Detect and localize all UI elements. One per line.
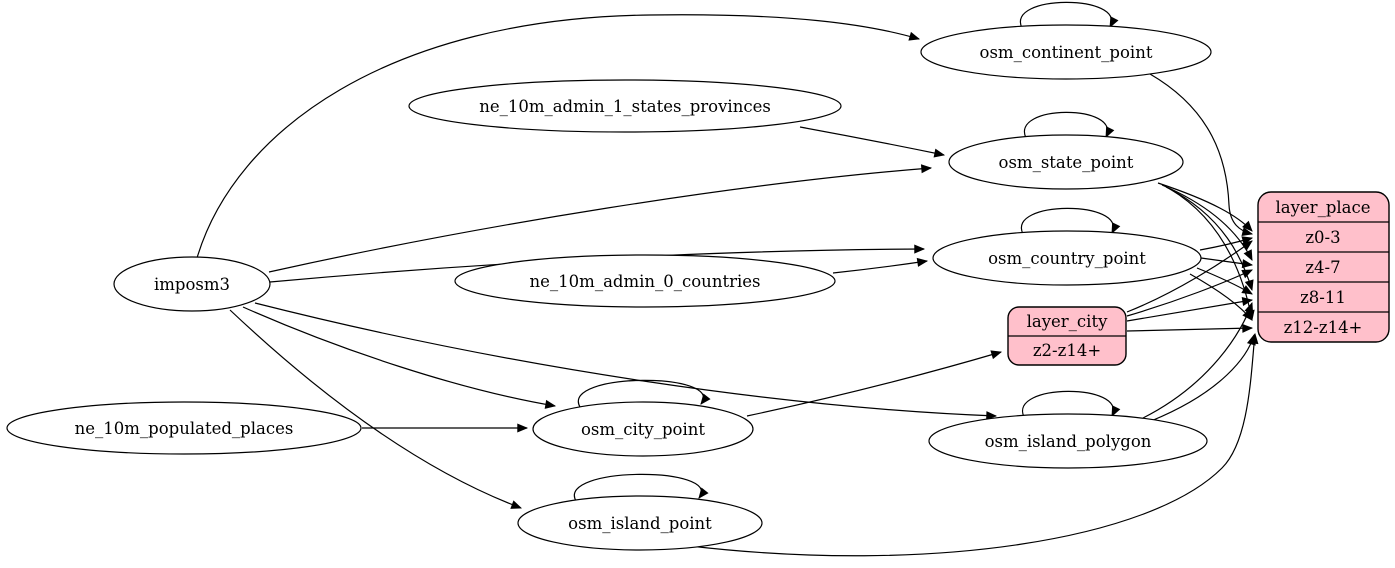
node-osm_country_point: osm_country_point	[932, 230, 1202, 286]
node-osm_state_point-shape	[948, 134, 1184, 190]
self-loop-osm_country_point	[1020, 207, 1121, 235]
node-osm_city_point-label: osm_city_point	[581, 420, 705, 439]
edge-osm_country_point-layer_place-z0-3	[1199, 236, 1254, 251]
edge-layer_city-layer_place-z12-z14	[1126, 323, 1254, 333]
layer_place-row-z0-3: z0-3	[1305, 228, 1340, 247]
node-osm_island_polygon-label: osm_island_polygon	[985, 432, 1152, 451]
edge-osm_city_point-layer_city	[746, 350, 1003, 417]
node-ne_10m_admin_0_countries: ne_10m_admin_0_countries	[454, 254, 836, 308]
node-osm_city_point-shape	[532, 401, 754, 457]
edge-osm_island_polygon-layer_place-z8-11	[1142, 301, 1254, 419]
node-osm_state_point-label: osm_state_point	[999, 153, 1134, 172]
node-osm_island_point-shape	[517, 495, 763, 551]
edge-ne_10m_admin_0_countries-osm_country_point	[832, 257, 929, 274]
edge-osm_continent_point-layer_place-z0-3	[1149, 73, 1254, 237]
edge-osm_country_point-layer_place-z12-z14	[1189, 273, 1253, 321]
self-loop-osm_continent_point	[1019, 1, 1119, 29]
self-loop-osm_state_point	[1023, 111, 1115, 139]
node-osm_island_polygon: osm_island_polygon	[928, 413, 1208, 469]
node-osm_country_point-shape	[932, 230, 1202, 286]
node-ne_10m_admin_1_states_provinces-label: ne_10m_admin_1_states_provinces	[479, 97, 771, 116]
edge-osm_state_point-layer_place-z0-3	[1157, 182, 1253, 232]
node-imposm3-label: imposm3	[154, 275, 230, 294]
node-layer_city-title: layer_city	[1027, 312, 1108, 331]
edge-layer_city-layer_place-z8-11	[1126, 296, 1254, 322]
edge-imposm3-osm_island_polygon	[254, 302, 998, 421]
node-imposm3: imposm3	[113, 256, 271, 312]
edge-osm_state_point-layer_place-z4-7	[1161, 184, 1253, 261]
edge-osm_island_polygon-layer_place-z12-z14	[1150, 333, 1256, 422]
node-osm_continent_point-label: osm_continent_point	[980, 43, 1153, 62]
layer_place-row-z12-z14: z12-z14+	[1284, 318, 1363, 337]
self-loop-osm_island_polygon	[1021, 390, 1121, 418]
edge-osm_country_point-layer_place-z8-11	[1196, 267, 1253, 295]
node-layer_place: layer_place z0-3 z4-7 z8-11 z12-z14+	[1257, 191, 1390, 343]
edges-layer	[196, 1, 1259, 557]
edge-imposm3-osm_continent_point	[196, 14, 921, 259]
node-imposm3-shape	[113, 256, 271, 312]
layer_place-row-z8-11: z8-11	[1300, 288, 1346, 307]
edge-imposm3-osm_island_point	[229, 309, 523, 509]
node-layer_place-shape	[1257, 191, 1390, 343]
node-layer_city: layer_city z2-z14+	[1007, 306, 1127, 366]
node-osm_state_point: osm_state_point	[948, 134, 1184, 190]
node-ne_10m_admin_0_countries-shape	[454, 254, 836, 308]
edge-layer_city-layer_place-z0-3	[1126, 240, 1253, 313]
layer_city-row-z2-z14: z2-z14+	[1033, 341, 1101, 360]
edge-layer_city-layer_place-z4-7	[1126, 269, 1253, 317]
edge-osm_country_point-layer_place-z4-7	[1200, 257, 1254, 269]
node-ne_10m_populated_places: ne_10m_populated_places	[6, 401, 362, 455]
node-ne_10m_admin_0_countries-label: ne_10m_admin_0_countries	[530, 272, 761, 291]
edge-osm_island_point-layer_place-z12-z14	[689, 332, 1259, 557]
layer_place-row-z4-7: z4-7	[1305, 258, 1340, 277]
edge-imposm3-osm_city_point	[242, 306, 557, 409]
edge-imposm3-osm_state_point	[268, 164, 933, 273]
edge-osm_state_point-layer_place-z8-11	[1165, 186, 1254, 292]
edge-ne_10m_admin_1_states_provinces-osm_state_point	[799, 126, 946, 158]
node-osm_island_point: osm_island_point	[517, 495, 763, 551]
node-osm_island_polygon-shape	[928, 413, 1208, 469]
node-ne_10m_admin_1_states_provinces: ne_10m_admin_1_states_provinces	[408, 79, 842, 133]
node-layer_place-title: layer_place	[1275, 198, 1370, 217]
node-osm_country_point-label: osm_country_point	[988, 249, 1146, 268]
self-loop-osm_island_point	[573, 473, 709, 502]
node-osm_city_point: osm_city_point	[532, 401, 754, 457]
node-ne_10m_populated_places-label: ne_10m_populated_places	[75, 419, 294, 438]
self-loop-osm_city_point	[577, 379, 711, 408]
node-ne_10m_populated_places-shape	[6, 401, 362, 455]
node-osm_continent_point: osm_continent_point	[920, 24, 1212, 80]
node-osm_continent_point-shape	[920, 24, 1212, 80]
node-ne_10m_admin_1_states_provinces-shape	[408, 79, 842, 133]
node-osm_island_point-label: osm_island_point	[568, 514, 712, 533]
